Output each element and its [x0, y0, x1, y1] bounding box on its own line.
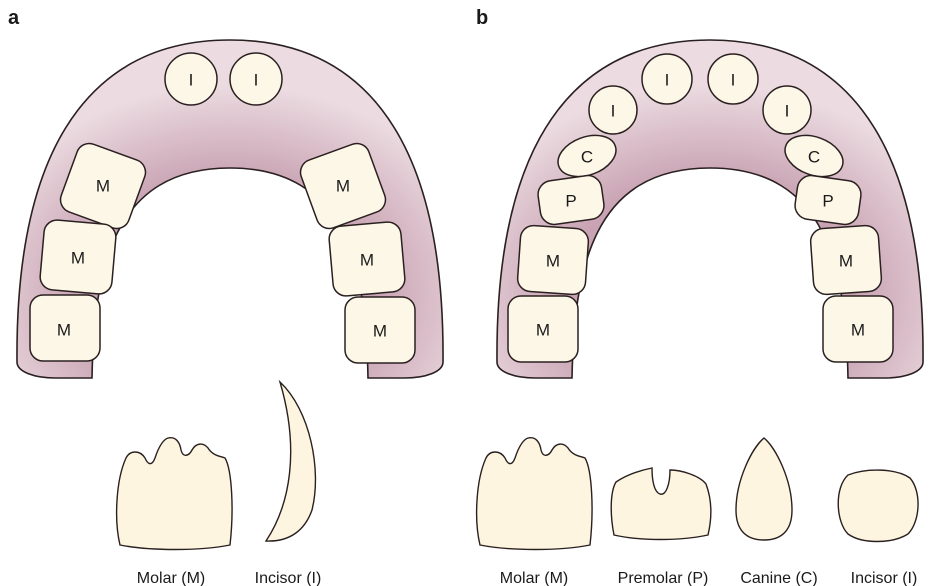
tooth-molar-right-3-a: M: [345, 297, 415, 363]
tooth-incisor-left-a: I: [165, 53, 217, 105]
svg-text:I: I: [189, 71, 194, 90]
svg-text:M: M: [336, 177, 350, 196]
tooth-molar-left-2-a: M: [39, 219, 117, 295]
molar-shape-b: [477, 438, 592, 550]
caption-incisor-a: Incisor (I): [255, 570, 322, 586]
svg-text:I: I: [731, 71, 736, 90]
svg-text:M: M: [373, 322, 387, 341]
premolar-shape-b: [611, 468, 711, 540]
svg-text:M: M: [546, 252, 560, 271]
canine-shape-b: [736, 438, 792, 540]
tooth-incisor-right-a: I: [230, 53, 282, 105]
svg-text:M: M: [360, 251, 374, 270]
tooth-premolar-left-b: P: [536, 174, 606, 226]
svg-text:M: M: [851, 321, 865, 340]
tooth-incisor-3-b: I: [708, 54, 758, 104]
tooth-incisor-1-b: I: [589, 86, 637, 134]
tooth-molar-left-3-a: M: [30, 295, 100, 361]
tooth-molar-right-1-b: M: [810, 225, 882, 296]
svg-text:M: M: [839, 252, 853, 271]
incisor-shape-a: [266, 382, 315, 541]
svg-text:P: P: [565, 192, 576, 211]
tooth-molar-right-2-a: M: [328, 221, 406, 297]
tooth-incisor-2-b: I: [642, 54, 692, 104]
molar-shape-a: [117, 438, 232, 550]
svg-text:I: I: [665, 71, 670, 90]
incisor-shape-b: [838, 470, 918, 541]
panel-a: a I I M M M M M: [8, 7, 443, 586]
tooth-premolar-right-b: P: [793, 174, 863, 226]
panel-label-a: a: [8, 7, 20, 29]
caption-molar-a: Molar (M): [137, 570, 205, 586]
svg-text:M: M: [536, 321, 550, 340]
caption-incisor-b: Incisor (I): [851, 570, 918, 586]
svg-text:I: I: [254, 71, 259, 90]
caption-premolar-b: Premolar (P): [618, 570, 709, 586]
tooth-molar-left-1-b: M: [517, 225, 589, 296]
svg-text:M: M: [71, 249, 85, 268]
tooth-molar-left-2-b: M: [508, 296, 578, 362]
svg-text:C: C: [581, 148, 593, 167]
caption-molar-b: Molar (M): [500, 570, 568, 586]
caption-canine-b: Canine (C): [740, 570, 817, 586]
panel-label-b: b: [476, 7, 488, 29]
tooth-molar-right-2-b: M: [823, 296, 893, 362]
panel-b: b I I I I C C P: [476, 7, 923, 586]
svg-text:P: P: [822, 192, 833, 211]
tooth-incisor-4-b: I: [763, 86, 811, 134]
svg-text:I: I: [611, 102, 616, 121]
svg-text:M: M: [57, 321, 71, 340]
svg-text:C: C: [808, 148, 820, 167]
svg-text:I: I: [785, 102, 790, 121]
svg-text:M: M: [96, 177, 110, 196]
